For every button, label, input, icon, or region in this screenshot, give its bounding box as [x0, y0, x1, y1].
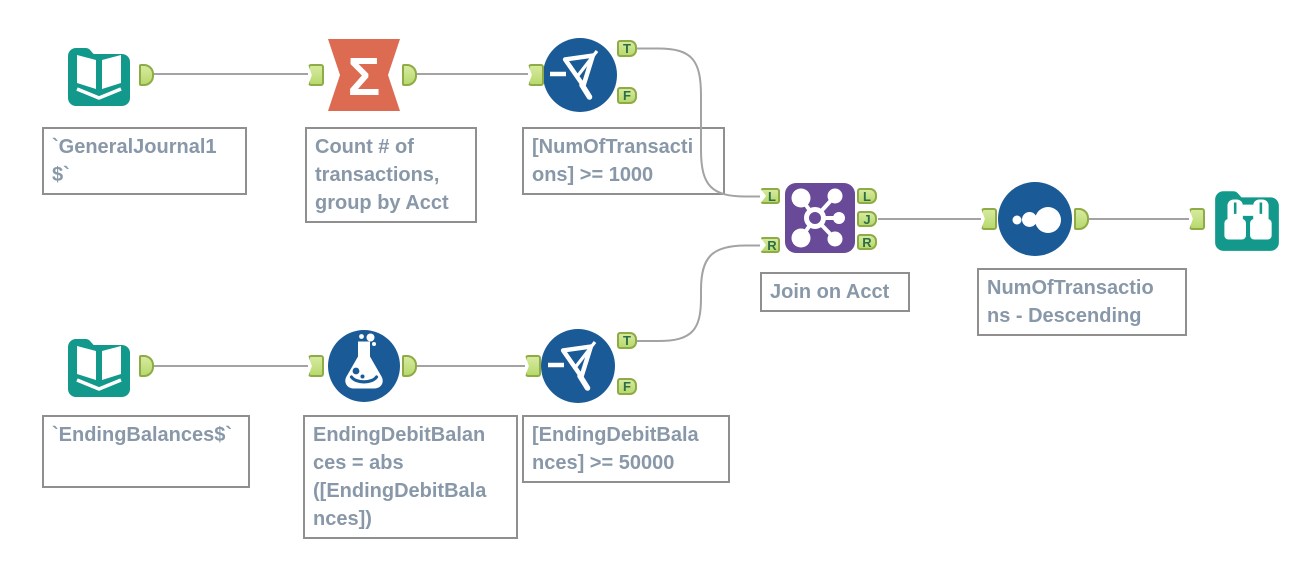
join-tool[interactable] — [785, 183, 855, 253]
tool-annotation[interactable]: NumOfTransactio ns - Descending — [977, 268, 1187, 336]
input-data-icon — [68, 48, 130, 106]
binocular-bridge — [1241, 204, 1255, 216]
join-icon — [785, 183, 855, 253]
output-anchor[interactable] — [402, 355, 417, 377]
formula-tool[interactable] — [328, 330, 400, 402]
filter-icon — [541, 329, 615, 403]
sort-dot-medium — [1022, 212, 1037, 227]
summarize-icon: Σ — [328, 39, 400, 111]
molecule-node — [827, 231, 843, 247]
tool-annotation[interactable]: [EndingDebitBala nces] >= 50000 — [522, 415, 730, 483]
summarize-tool[interactable]: Σ — [328, 39, 400, 111]
filter-tool[interactable] — [543, 38, 617, 112]
tool-annotation[interactable]: [NumOfTransacti ons] >= 1000 — [522, 127, 725, 195]
sort-dot-small — [1012, 215, 1022, 225]
sort-dot-large — [1035, 207, 1061, 233]
flask-liquid-curve — [349, 375, 379, 384]
browse-tool[interactable] — [1210, 182, 1284, 256]
output-anchor[interactable] — [1074, 208, 1089, 230]
sort-tool[interactable] — [998, 182, 1072, 256]
tool-annotation[interactable]: Count # of transactions, group by Acct — [305, 127, 477, 223]
banner-shape — [328, 39, 400, 111]
tool-annotation[interactable]: `EndingBalances$` — [42, 415, 250, 488]
funnel-slash — [574, 50, 599, 79]
book-right-page — [102, 55, 121, 89]
false-output-anchor[interactable]: F — [617, 378, 637, 395]
molecule-center-ring — [804, 207, 826, 229]
flask-bubble — [372, 342, 376, 346]
molecule-spokes — [799, 194, 839, 241]
flask-inner-dot — [360, 374, 365, 379]
book-bottom-edge — [76, 87, 122, 100]
book-left-page — [77, 55, 96, 89]
funnel-slash — [572, 341, 597, 370]
browse-icon — [1215, 191, 1279, 251]
input-data-icon — [68, 339, 130, 397]
molecule-node — [827, 188, 843, 204]
output-anchor[interactable] — [139, 355, 154, 377]
filter-icon — [543, 38, 617, 112]
join-output-anchor[interactable]: J — [857, 211, 877, 227]
funnel-stem — [579, 82, 593, 100]
flask-bubble — [359, 334, 364, 339]
connector-wire[interactable] — [637, 47, 760, 198]
true-output-anchor[interactable]: T — [617, 332, 637, 349]
flask-body — [345, 341, 383, 389]
output-anchor[interactable] — [139, 64, 154, 86]
right-output-anchor[interactable]: R — [857, 234, 877, 250]
funnel-triangle — [560, 344, 594, 379]
sigma-glyph: Σ — [348, 47, 380, 107]
binocular-right-lens — [1250, 219, 1272, 240]
filter-tool[interactable] — [541, 329, 615, 403]
molecule-node — [791, 188, 811, 208]
true-output-anchor[interactable]: T — [617, 40, 637, 57]
flask-bubble — [366, 333, 375, 342]
book-left-page — [77, 346, 96, 380]
binocular-slits — [1233, 202, 1263, 214]
output-anchor[interactable] — [402, 64, 417, 86]
binocular-left-lens — [1224, 219, 1246, 240]
input-data-tool[interactable] — [63, 330, 135, 402]
molecule-node — [791, 228, 811, 248]
input-data-tool[interactable] — [63, 39, 135, 111]
flask-inner-dot — [352, 367, 360, 375]
tool-annotation[interactable]: `GeneralJournal1 $` — [42, 127, 247, 195]
tool-annotation[interactable]: EndingDebitBalan ces = abs ([EndingDebit… — [303, 415, 518, 539]
funnel-triangle — [562, 53, 596, 88]
false-output-anchor[interactable]: F — [617, 87, 637, 104]
connector-wire[interactable] — [637, 244, 760, 342]
sort-icon — [998, 182, 1072, 256]
formula-icon — [328, 330, 400, 402]
funnel-stem — [577, 373, 591, 391]
molecule-node — [833, 212, 845, 224]
left-output-anchor[interactable]: L — [857, 188, 877, 204]
book-right-page — [102, 346, 121, 380]
tool-annotation[interactable]: Join on Acct — [760, 272, 910, 312]
book-bottom-edge — [76, 378, 122, 391]
